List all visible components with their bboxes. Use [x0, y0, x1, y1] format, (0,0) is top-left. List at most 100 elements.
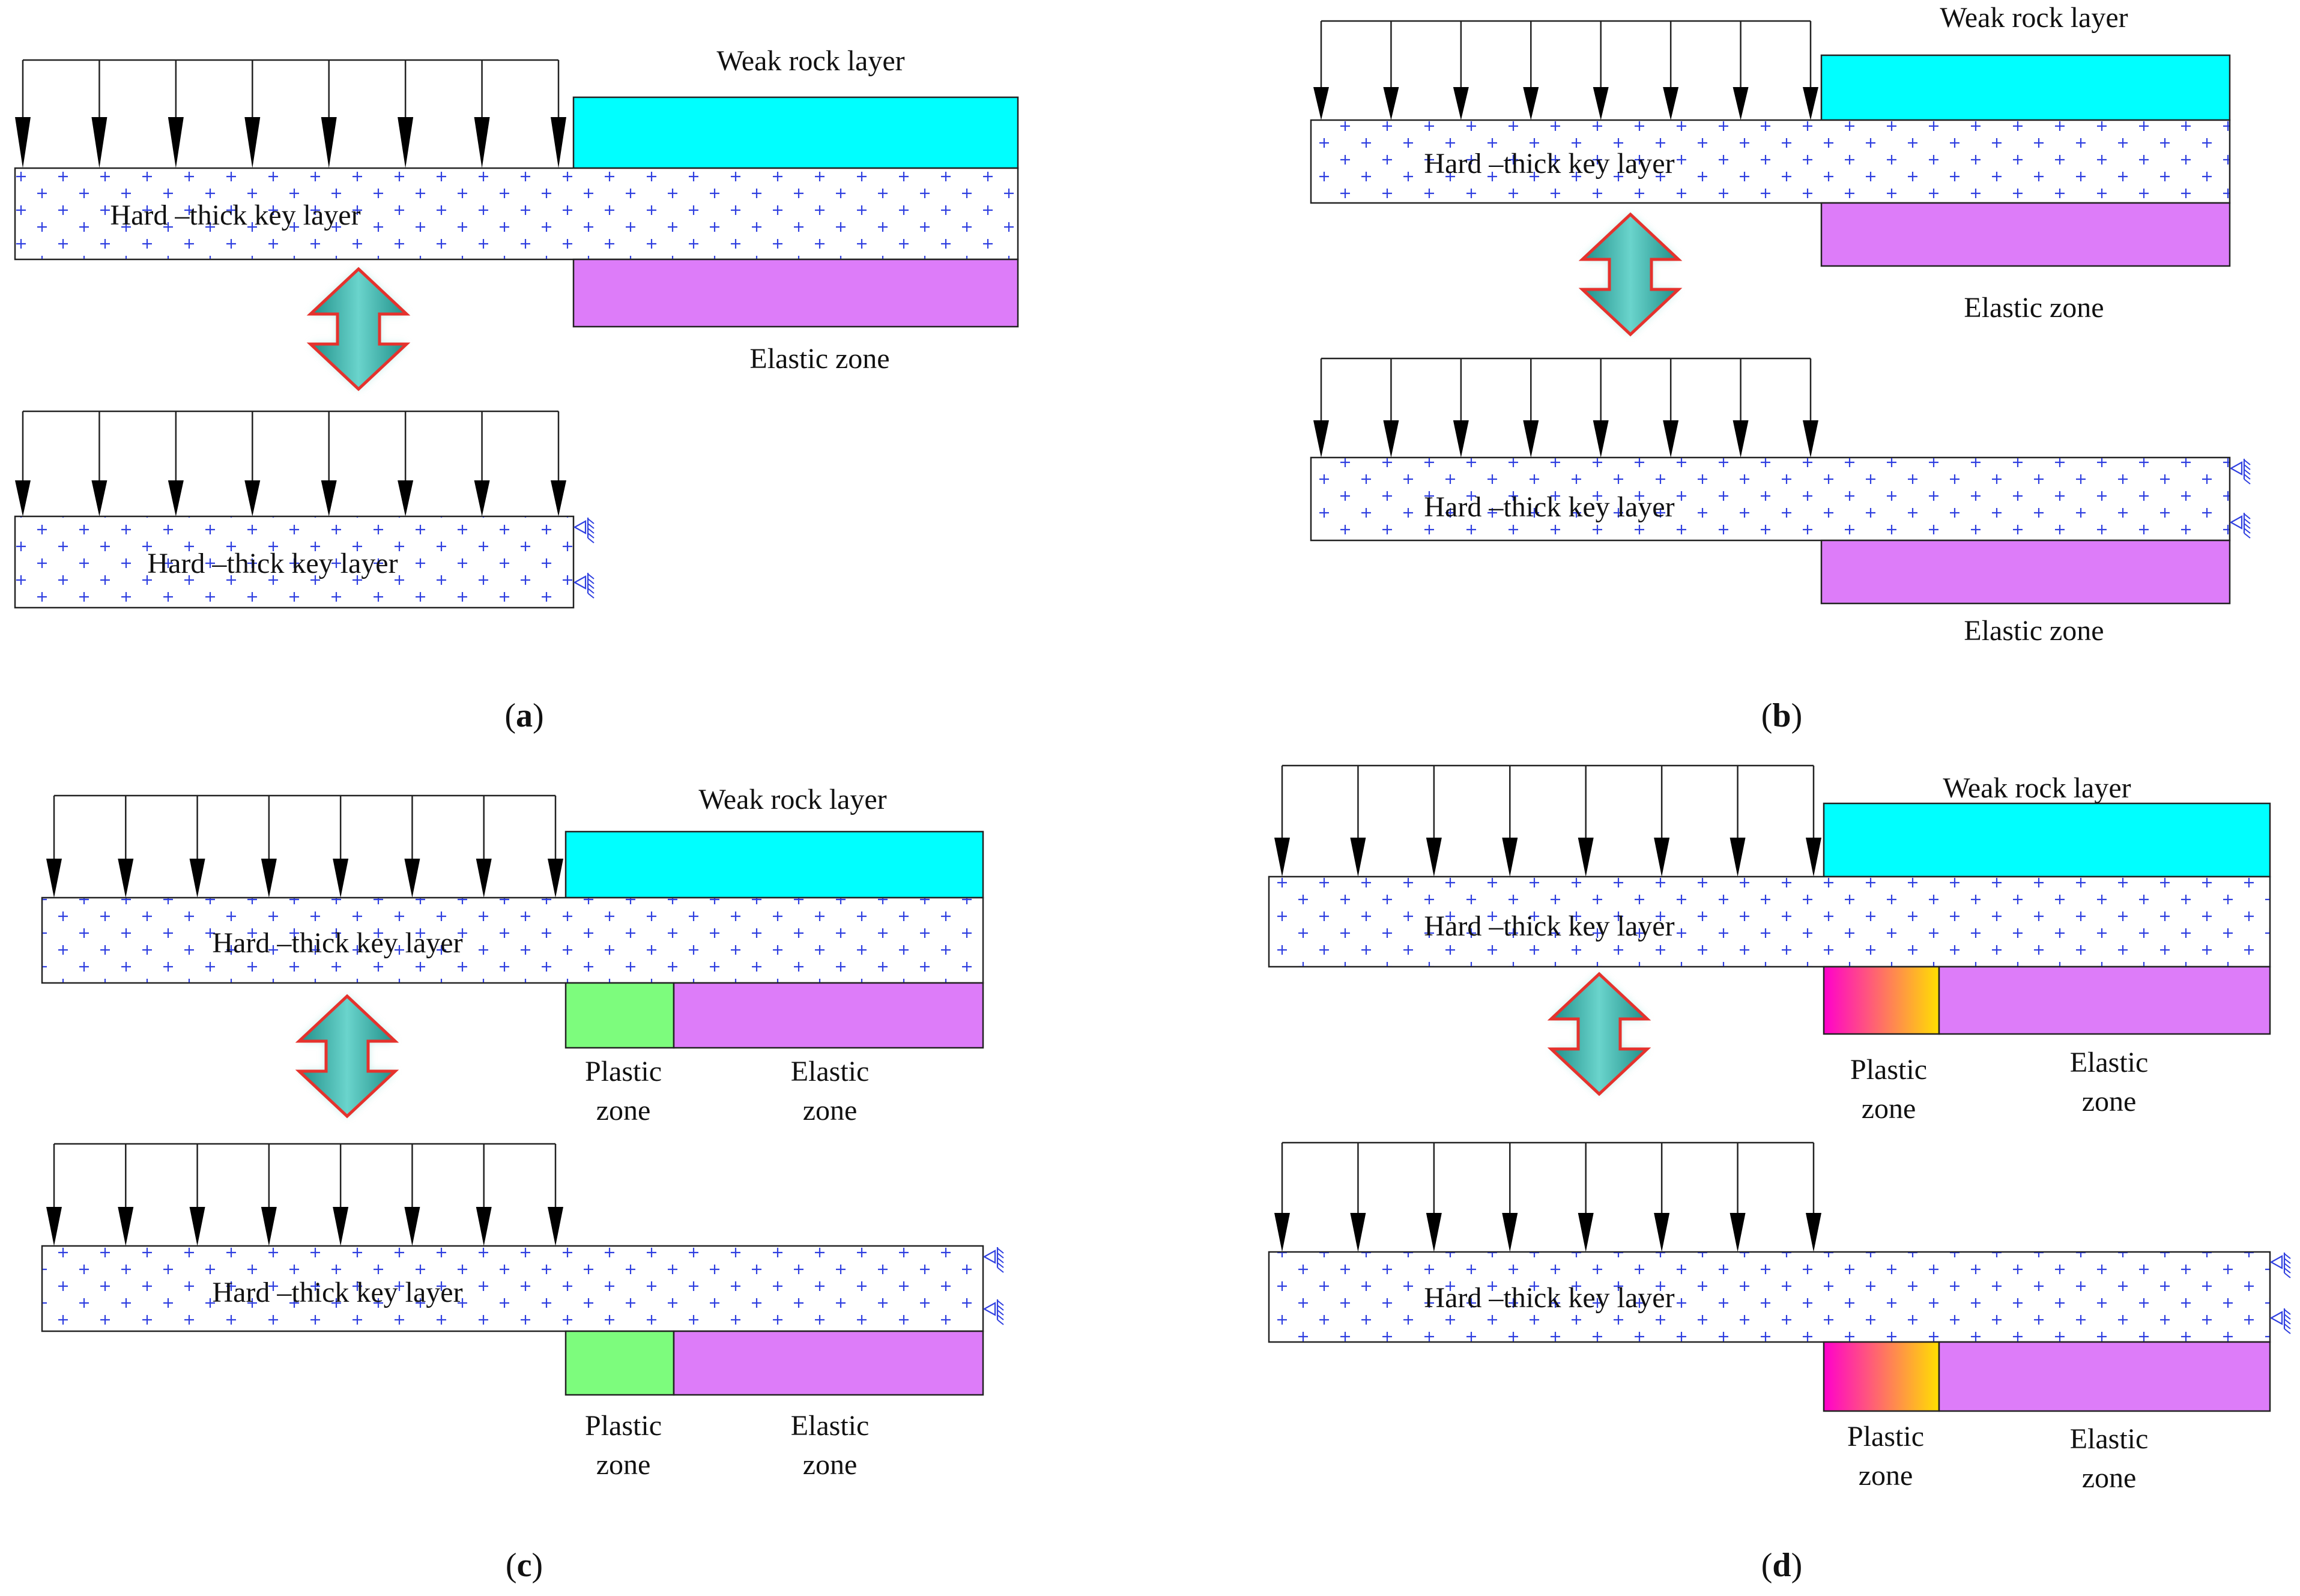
key-layer-top-label: Hard –thick key layer — [212, 927, 462, 959]
elastic-zone-bottom-label: Elastic — [791, 1410, 870, 1442]
plastic-zone-bottom-label: Plastic — [585, 1410, 662, 1442]
load-arrow-head — [1654, 1213, 1670, 1252]
load-arrow-head — [1383, 420, 1399, 458]
support-hatch — [997, 1257, 1004, 1263]
key-layer-top-label: Hard –thick key layer — [110, 199, 360, 231]
double-arrow — [1547, 972, 1651, 1096]
support-hatch — [2244, 474, 2251, 480]
support-hatch — [2244, 464, 2251, 470]
load-arrow-head — [1578, 838, 1594, 877]
panel-b: Weak rock layer Hard –thick key layer El… — [1310, 2, 2251, 734]
plastic-zone-label: Plastic — [585, 1056, 662, 1087]
support-hatch — [587, 588, 595, 594]
load-arrow-head — [1313, 87, 1329, 120]
load-arrow-head — [1313, 420, 1329, 458]
key-layer-top-label: Hard –thick key layer — [1424, 148, 1674, 180]
load-arrow-head — [1502, 838, 1518, 877]
support-hatch — [2244, 459, 2251, 465]
support-hatch — [997, 1253, 1004, 1259]
caption-a: (a) — [504, 697, 543, 734]
load-arrow-head — [551, 480, 566, 516]
support-hatch — [2284, 1319, 2291, 1325]
support-hatch — [997, 1319, 1004, 1325]
support-hatch — [2284, 1314, 2291, 1320]
load-arrow-head — [1426, 838, 1442, 877]
caption-c: (c) — [506, 1547, 543, 1584]
support-hatch — [587, 593, 595, 599]
support-hatch — [997, 1300, 1004, 1306]
elastic-zone-label: Elastic zone — [1964, 292, 2104, 324]
support-hatch — [2284, 1268, 2291, 1274]
key-layer-bottom-texture — [1270, 1253, 2269, 1341]
plastic-zone-label-2: zone — [596, 1095, 651, 1126]
support-hatch — [2284, 1323, 2291, 1329]
double-arrow-shape — [1547, 972, 1651, 1096]
load-arrow-head — [1426, 1213, 1442, 1252]
load-arrow-head — [91, 480, 107, 516]
support-hatch — [997, 1267, 1004, 1273]
panel-c: Weak rock layer Hard –thick key layer Pl… — [41, 784, 1004, 1584]
double-arrow — [306, 267, 411, 391]
elastic-zone-bottom — [1938, 1341, 2271, 1412]
load-arrow-head — [1523, 420, 1539, 458]
plastic-zone-bottom — [564, 1330, 675, 1396]
plastic-zone-bottom-label-2: zone — [596, 1449, 651, 1481]
caption-c-letter: c — [517, 1547, 532, 1584]
weak-rock-layer — [564, 830, 984, 899]
load-arrow-head — [1350, 1213, 1366, 1252]
load-arrow-head — [321, 480, 337, 516]
load-arrow-head — [118, 859, 134, 898]
support-hatch — [997, 1248, 1004, 1254]
load-arrows-top — [1313, 20, 1818, 120]
support-hatch — [587, 583, 595, 589]
elastic-zone-label: Elastic — [2070, 1047, 2149, 1078]
load-arrows-top — [15, 59, 566, 168]
support-hatch — [2244, 518, 2251, 524]
double-arrow-shape — [306, 267, 411, 391]
key-layer-bottom-label: Hard –thick key layer — [1424, 1282, 1674, 1314]
elastic-zone — [572, 258, 1019, 328]
plastic-zone-bottom — [1823, 1341, 1940, 1412]
load-arrow-head — [1274, 1213, 1290, 1252]
support-triangle — [2269, 1255, 2283, 1269]
load-arrow-head — [321, 117, 337, 168]
double-arrow-shape — [1578, 212, 1683, 337]
key-layer-bottom-texture — [1312, 458, 2229, 540]
load-arrow-head — [1663, 420, 1679, 458]
support-triangle — [573, 520, 587, 534]
load-arrow-head — [15, 480, 31, 516]
load-arrow-head — [1578, 1213, 1594, 1252]
load-arrow-head — [476, 1207, 492, 1246]
load-arrow-head — [261, 859, 277, 898]
load-arrow-head — [168, 480, 184, 516]
fixed-support — [2269, 1253, 2291, 1334]
weak-rock-layer — [1823, 802, 2271, 878]
support-hatch — [587, 518, 595, 524]
load-arrows-top — [46, 794, 563, 898]
key-layer-bottom-texture — [43, 1247, 982, 1331]
load-arrow-head — [189, 859, 205, 898]
load-arrow-head — [168, 117, 184, 168]
support-hatch — [997, 1305, 1004, 1311]
load-arrow-head — [1733, 420, 1749, 458]
load-arrow-head — [474, 480, 490, 516]
support-hatch — [587, 533, 595, 539]
load-arrows-bottom — [15, 410, 566, 516]
load-arrows-top — [1274, 764, 1821, 877]
caption-b-letter: b — [1772, 697, 1791, 734]
support-triangle — [982, 1302, 996, 1316]
key-layer-top-label: Hard –thick key layer — [1424, 910, 1674, 942]
key-layer-bottom-label: Hard –thick key layer — [1424, 491, 1674, 523]
key-layer-bottom-label: Hard –thick key layer — [147, 548, 398, 579]
load-arrow-head — [404, 1207, 420, 1246]
load-arrow-head — [46, 859, 62, 898]
weak-rock-layer — [1820, 54, 2231, 121]
caption-d-letter: d — [1772, 1547, 1791, 1584]
panel-a: Weak rock layer Hard –thick key layer El… — [14, 45, 1019, 734]
support-hatch — [587, 573, 595, 579]
load-arrow-head — [1350, 838, 1366, 877]
load-arrow-head — [1806, 1213, 1821, 1252]
support-hatch — [2244, 479, 2251, 485]
fixed-support — [982, 1247, 1004, 1325]
load-arrow-head — [15, 117, 31, 168]
